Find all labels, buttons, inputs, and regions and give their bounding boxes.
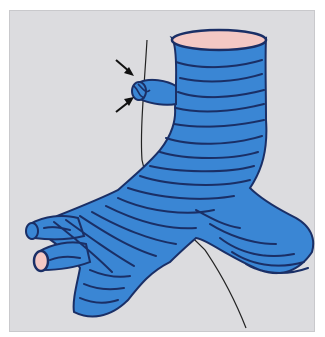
arrow-lower [116, 97, 134, 112]
trachea-top-opening [172, 30, 266, 50]
left-branch-upper-opening [26, 223, 38, 239]
trachea-body [44, 38, 314, 316]
arrow-upper [116, 60, 134, 76]
left-branch-lower-opening [34, 251, 48, 271]
